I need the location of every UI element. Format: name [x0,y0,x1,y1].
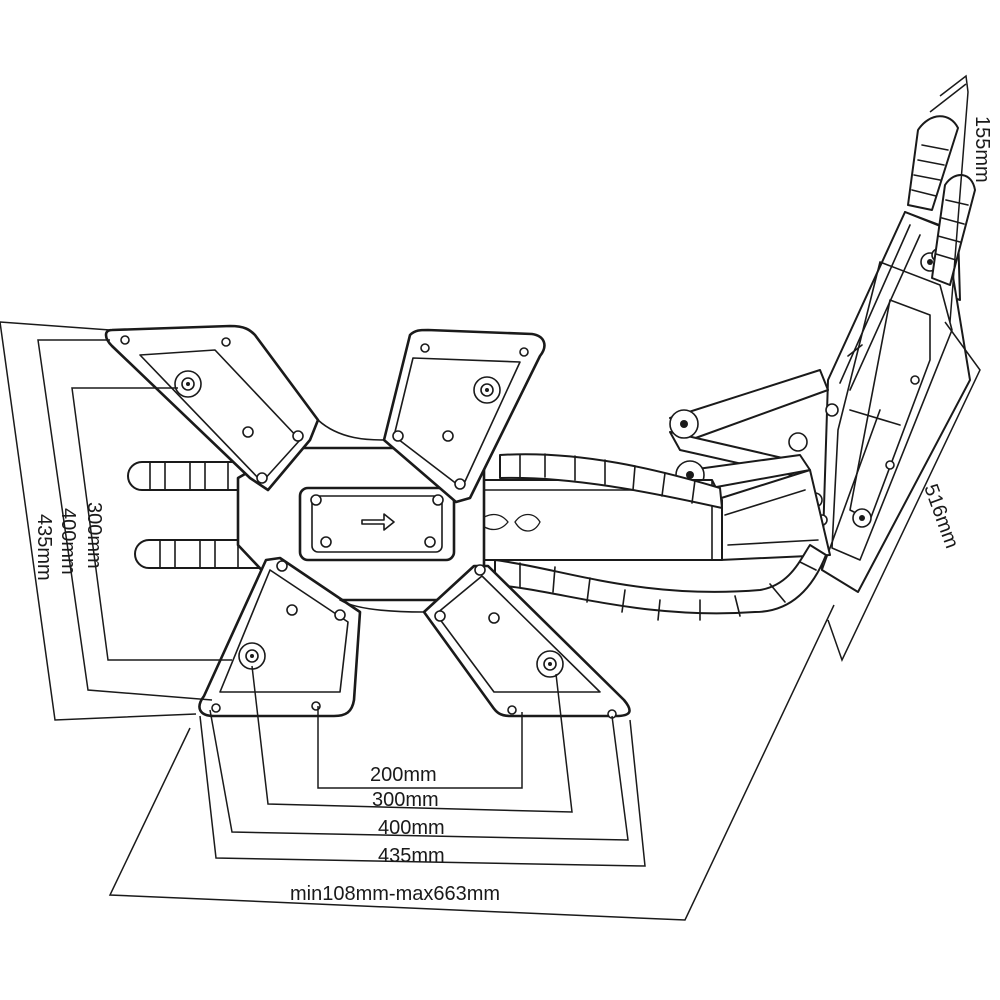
dim-label-400: 400mm [378,817,445,839]
dim-label-extension: min108mm-max663mm [290,883,500,905]
dim-label-300: 300mm [372,789,439,811]
dim-label-155: 155mm [971,116,993,183]
dim-label-200: 200mm [370,764,437,786]
direction-arrow-icon [361,513,395,531]
arm-cable-tubes [494,453,827,621]
dim-label-435: 435mm [378,845,445,867]
wall-cable-tubes [907,115,976,286]
dim-label-v435: 435mm [33,514,55,581]
dim-label-v400: 400mm [57,508,79,575]
vesa-bracket [104,324,631,719]
dimension-lines [0,74,981,921]
dim-label-516: 516mm [919,481,962,551]
dim-label-v300: 300mm [83,502,105,569]
swing-arms [552,369,831,561]
